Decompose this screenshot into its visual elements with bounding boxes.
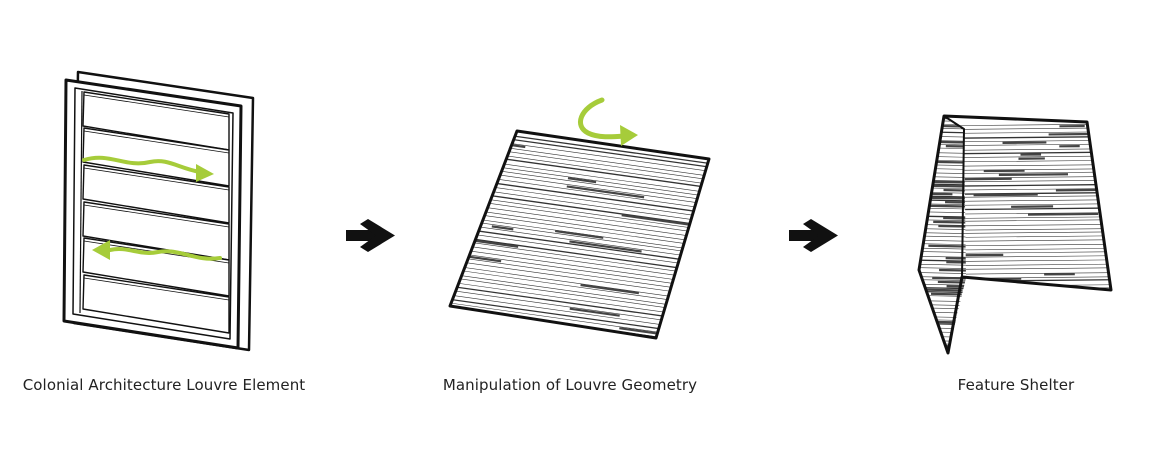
caption-feature-shelter: Feature Shelter (957, 376, 1075, 394)
caption-manipulation: Manipulation of Louvre Geometry (442, 376, 698, 394)
arrow-right-icon (789, 219, 838, 252)
airflow-out-arrow (108, 247, 222, 261)
airflow-out-arrowhead (92, 240, 110, 260)
louvre-slat (82, 274, 230, 334)
rotated-louvre-panel-figure (448, 97, 711, 340)
caption-louvre-element: Colonial Architecture Louvre Element (22, 376, 306, 394)
folded-shelter-figure (917, 114, 1113, 355)
louvre-window-figure (62, 70, 255, 352)
rotation-arrow-icon (578, 97, 638, 146)
shelter-fold-edge (943, 115, 965, 278)
panel-outline (448, 129, 711, 340)
airflow-arrows (82, 155, 222, 261)
louvre-slats (82, 91, 230, 334)
airflow-in-arrow (82, 155, 202, 174)
louvre-slat (82, 164, 230, 224)
airflow-in-arrowhead (196, 164, 214, 182)
shelter-back-grain (944, 123, 1111, 290)
arrow-right-icon (346, 219, 395, 252)
